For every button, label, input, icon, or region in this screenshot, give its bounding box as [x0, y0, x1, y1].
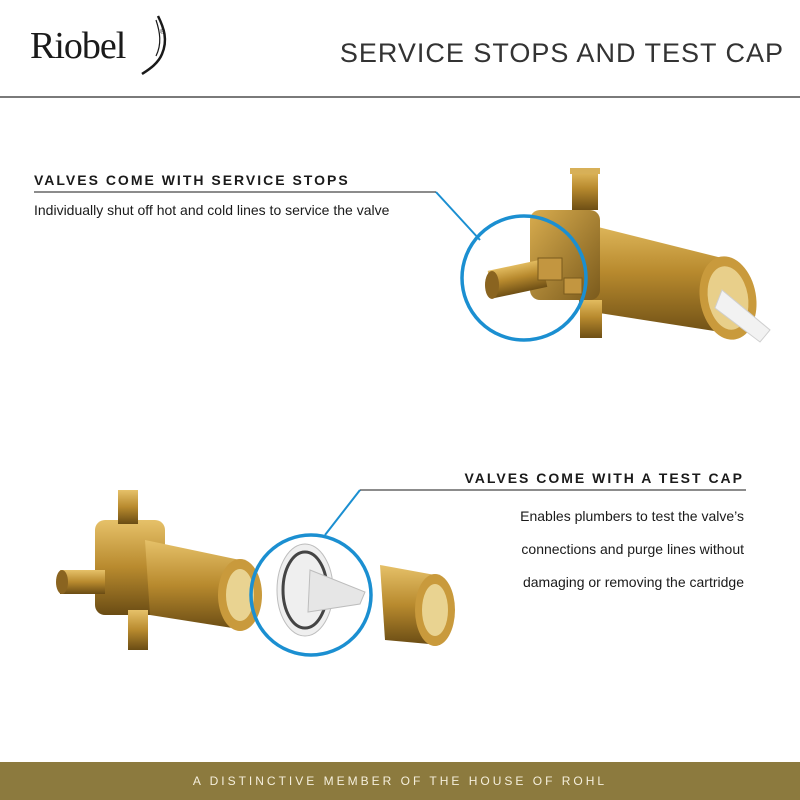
description-line: connections and purge lines without: [521, 541, 744, 557]
description-line: damaging or removing the cartridge: [522, 574, 744, 590]
callout-leader-1: [435, 191, 481, 241]
description-line: Enables plumbers to test the valve’s: [520, 508, 744, 524]
header: Riobel ® SERVICE STOPS AND TEST CAP: [0, 0, 800, 98]
callout-leader-2: [324, 489, 361, 536]
footer-tagline: A DISTINCTIVE MEMBER OF THE HOUSE OF ROH…: [192, 774, 608, 788]
valve-test-cap-image: [56, 490, 455, 650]
logo-wordmark: Riobel: [30, 25, 126, 67]
feature-test-cap: VALVES COME WITH A TEST CAP Enables plum…: [464, 470, 744, 599]
feature-description: Enables plumbers to test the valve’s con…: [464, 500, 744, 599]
feature-service-stops: VALVES COME WITH SERVICE STOPS Individua…: [34, 172, 389, 218]
feature-title: VALVES COME WITH A TEST CAP: [464, 470, 744, 486]
test-cap-highlight-circle: [249, 533, 373, 657]
registered-mark: ®: [160, 28, 166, 36]
header-divider: [0, 96, 800, 98]
riobel-logo[interactable]: Riobel ®: [30, 14, 180, 84]
service-stops-highlight-circle: [460, 214, 588, 342]
logo-swoosh-icon: ®: [141, 15, 167, 76]
footer-banner: A DISTINCTIVE MEMBER OF THE HOUSE OF ROH…: [0, 762, 800, 800]
feature-description: Individually shut off hot and cold lines…: [34, 202, 390, 218]
page-title: SERVICE STOPS AND TEST CAP: [339, 38, 784, 68]
feature-title: VALVES COME WITH SERVICE STOPS: [34, 172, 350, 188]
valve-service-stops-image: [485, 168, 771, 343]
